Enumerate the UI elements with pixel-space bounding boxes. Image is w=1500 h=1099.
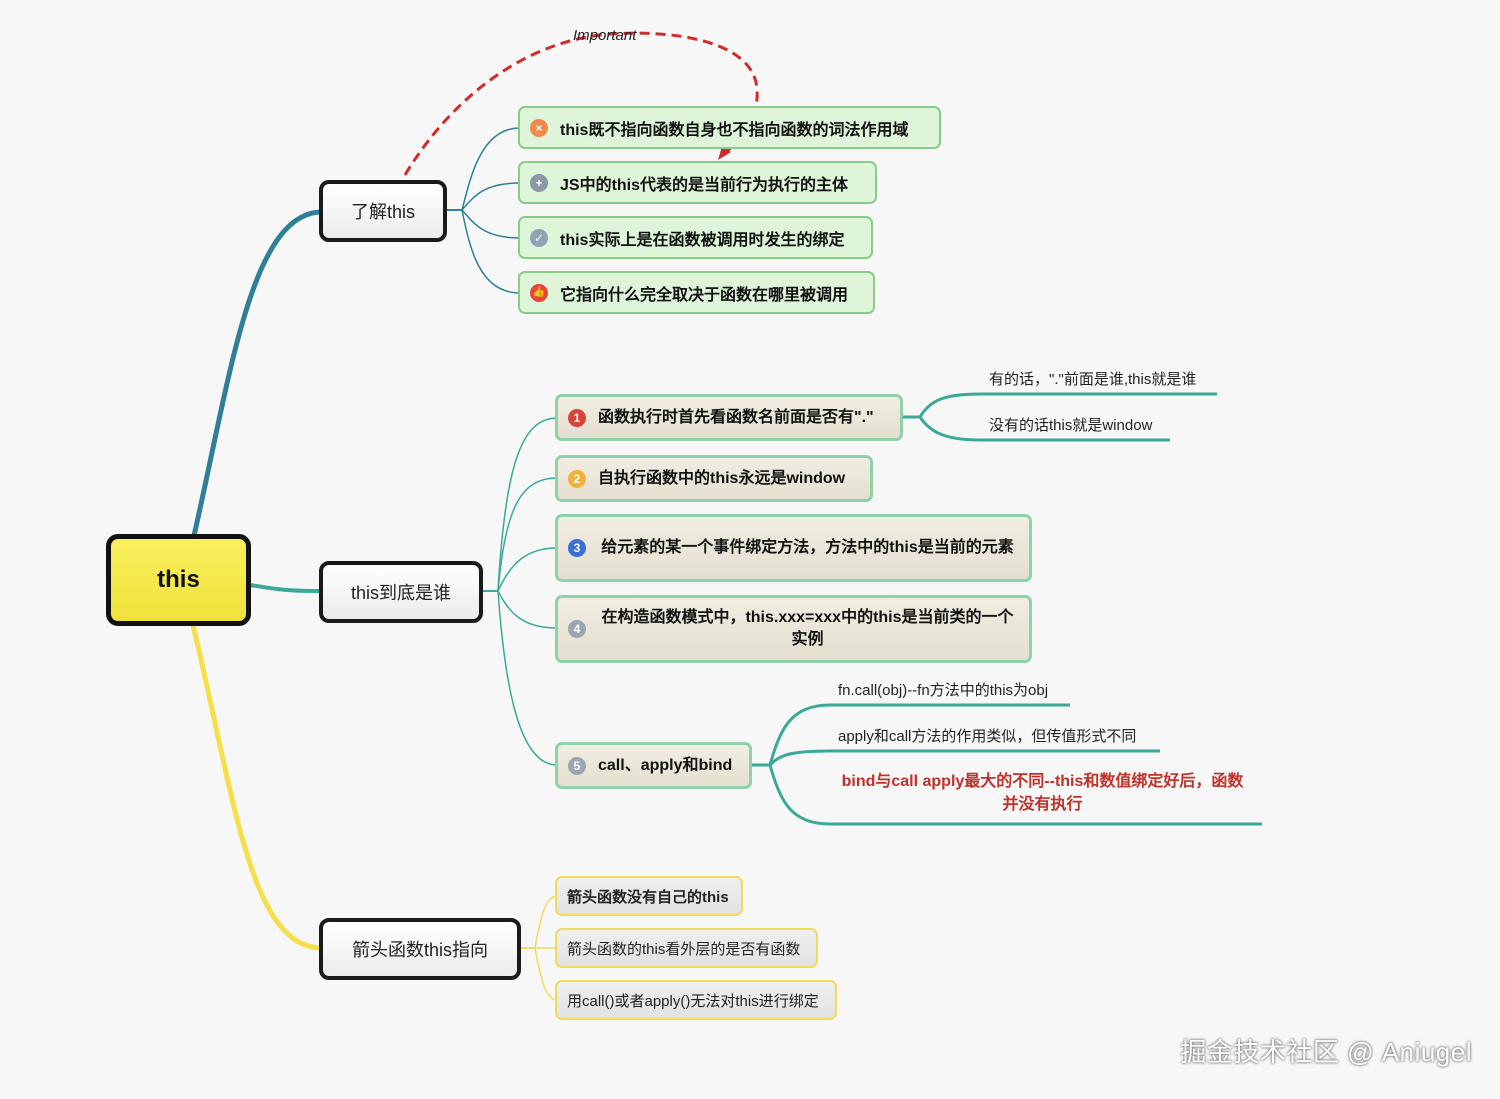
- item-text: 用call()或者apply()无法对this进行绑定: [567, 992, 819, 1010]
- branch-understand-this[interactable]: 了解this: [319, 180, 447, 242]
- important-dashed-arrow: [403, 31, 759, 176]
- arrow-item-3[interactable]: 用call()或者apply()无法对this进行绑定: [555, 980, 837, 1020]
- link-root-understand: [190, 209, 323, 541]
- important-arrowhead: [718, 146, 731, 160]
- item-text: 在构造函数模式中，this.xxx=xxx中的this是当前类的一个实例: [601, 609, 1014, 648]
- number-3-icon: 3: [568, 539, 586, 557]
- call-child-3: bind与call apply最大的不同--this和数值绑定好后，函数并没有执…: [841, 773, 1244, 813]
- important-annotation: Important: [573, 27, 637, 44]
- x-circle-icon: ×: [530, 118, 548, 137]
- root-label: this: [157, 566, 200, 593]
- who-item-3[interactable]: 3 给元素的某一个事件绑定方法，方法中的this是当前的元素: [555, 514, 1032, 582]
- link-root-arrow: [190, 624, 323, 951]
- dot-child-2: 没有的话this就是window: [989, 417, 1153, 434]
- link-root-who: [249, 583, 323, 593]
- item-text: call、apply和bind: [598, 756, 733, 774]
- item-text: 自执行函数中的this永远是window: [598, 469, 846, 487]
- who-item-1[interactable]: 1 函数执行时首先看函数名前面是否有".": [555, 394, 903, 441]
- watermark: 掘金技术社区 @ Aniugel: [1180, 1037, 1472, 1067]
- item-text: 箭头函数的this看外层的是否有函数: [567, 940, 801, 958]
- item-text: this实际上是在函数被调用时发生的绑定: [560, 231, 845, 249]
- branch-arrow-function-this[interactable]: 箭头函数this指向: [319, 918, 521, 980]
- branch-label: this到底是谁: [350, 583, 451, 603]
- plus-circle-icon: +: [530, 173, 548, 192]
- number-2-icon: 2: [568, 469, 586, 488]
- who-item-5[interactable]: 5 call、apply和bind: [555, 742, 752, 789]
- check-circle-icon: ✓: [530, 228, 548, 247]
- item-text: 函数执行时首先看函数名前面是否有".": [598, 408, 874, 426]
- number-4-icon: 4: [568, 620, 586, 638]
- thumbs-up-icon: 👍: [530, 283, 548, 302]
- item-text: 箭头函数没有自己的this: [567, 888, 729, 906]
- arrow-item-2[interactable]: 箭头函数的this看外层的是否有函数: [555, 928, 818, 968]
- root-node[interactable]: this: [106, 534, 251, 626]
- item-text: this既不指向函数自身也不指向函数的词法作用域: [560, 121, 909, 139]
- branch-who-is-this[interactable]: this到底是谁: [319, 561, 483, 623]
- branch-label: 了解this: [350, 202, 415, 222]
- dot-child-1: 有的话，"."前面是谁,this就是谁: [989, 371, 1197, 388]
- item-text: 它指向什么完全取决于函数在哪里被调用: [560, 286, 849, 304]
- who-item-2[interactable]: 2 自执行函数中的this永远是window: [555, 455, 873, 502]
- call-child-1: fn.call(obj)--fn方法中的this为obj: [838, 682, 1049, 699]
- number-1-icon: 1: [568, 408, 586, 427]
- arrow-item-1[interactable]: 箭头函数没有自己的this: [555, 876, 743, 916]
- understand-item-4[interactable]: 👍 它指向什么完全取决于函数在哪里被调用: [518, 271, 875, 314]
- item-text: JS中的this代表的是当前行为执行的主体: [560, 176, 849, 194]
- understand-item-2[interactable]: + JS中的this代表的是当前行为执行的主体: [518, 161, 877, 204]
- understand-item-1[interactable]: × this既不指向函数自身也不指向函数的词法作用域: [518, 106, 941, 149]
- branch-label: 箭头函数this指向: [351, 940, 488, 960]
- number-5-icon: 5: [568, 756, 586, 775]
- understand-item-3[interactable]: ✓ this实际上是在函数被调用时发生的绑定: [518, 216, 873, 259]
- call-child-2: apply和call方法的作用类似，但传值形式不同: [838, 728, 1137, 745]
- item-text: 给元素的某一个事件绑定方法，方法中的this是当前的元素: [601, 539, 1014, 556]
- who-item-4[interactable]: 4 在构造函数模式中，this.xxx=xxx中的this是当前类的一个实例: [555, 595, 1032, 663]
